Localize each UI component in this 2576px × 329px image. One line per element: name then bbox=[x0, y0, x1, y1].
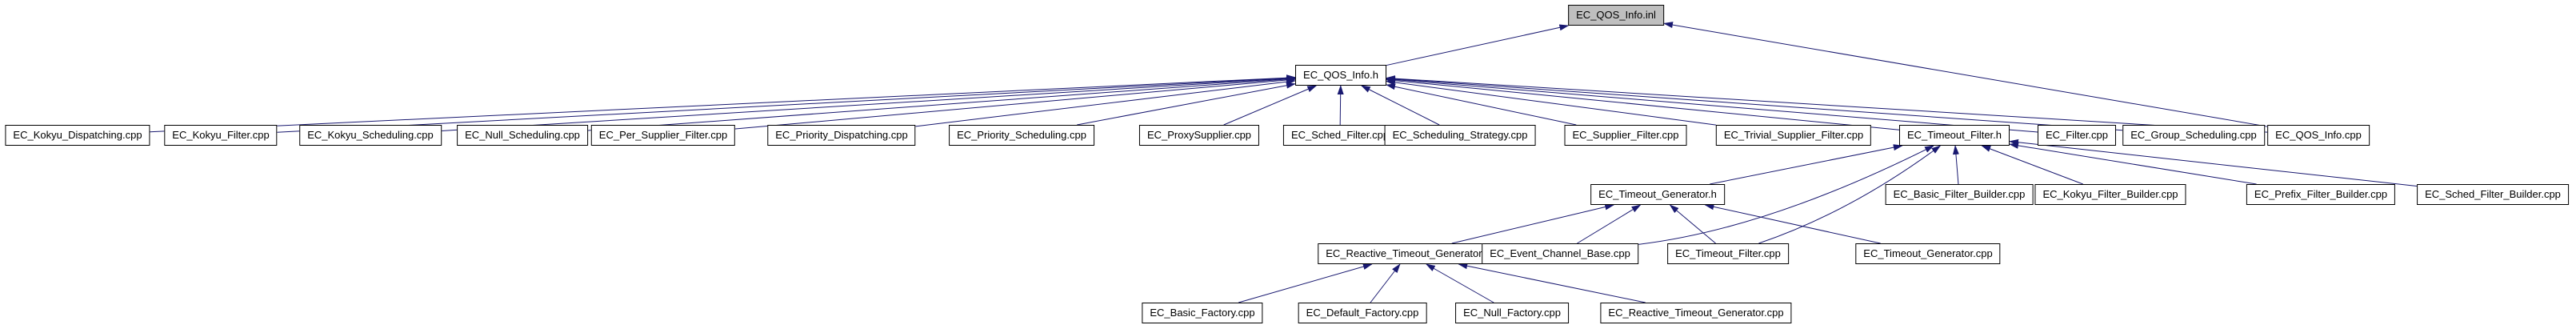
file-node[interactable]: EC_Event_Channel_Base.cpp bbox=[1482, 243, 1638, 264]
file-node[interactable]: EC_Trivial_Supplier_Filter.cpp bbox=[1715, 125, 1872, 146]
include-edge bbox=[1370, 263, 1401, 303]
file-node[interactable]: EC_Null_Scheduling.cpp bbox=[457, 125, 588, 146]
file-node[interactable]: EC_QOS_Info.cpp bbox=[2267, 125, 2370, 146]
file-node[interactable]: EC_Prefix_Filter_Builder.cpp bbox=[2246, 184, 2396, 205]
include-edge bbox=[1360, 85, 1440, 126]
include-edge bbox=[1386, 79, 1717, 126]
edge-group bbox=[150, 22, 2418, 303]
include-edge bbox=[1386, 77, 1900, 130]
file-node[interactable]: EC_Reactive_Timeout_Generator.h bbox=[1318, 243, 1498, 264]
include-edge bbox=[2009, 142, 2257, 185]
include-edge bbox=[1337, 85, 1344, 126]
include-edge bbox=[1710, 144, 1903, 185]
include-edge bbox=[1952, 145, 1959, 185]
file-node[interactable]: EC_QOS_Info.h bbox=[1295, 65, 1386, 86]
include-edge bbox=[1577, 204, 1642, 244]
include-edge bbox=[1704, 203, 1881, 244]
file-node[interactable]: EC_Basic_Filter_Builder.cpp bbox=[1885, 184, 2034, 205]
file-node[interactable]: EC_Timeout_Generator.cpp bbox=[1855, 243, 2001, 264]
file-node[interactable]: EC_Filter.cpp bbox=[2037, 125, 2117, 146]
file-node[interactable]: EC_Kokyu_Scheduling.cpp bbox=[299, 125, 442, 146]
include-edge bbox=[277, 74, 1296, 133]
file-node[interactable]: EC_Kokyu_Filter.cpp bbox=[164, 125, 278, 146]
file-node[interactable]: EC_Kokyu_Filter_Builder.cpp bbox=[2034, 184, 2186, 205]
file-node[interactable]: EC_Per_Supplier_Filter.cpp bbox=[590, 125, 736, 146]
include-edge bbox=[587, 75, 1296, 131]
include-edge bbox=[1223, 85, 1318, 126]
file-node[interactable]: EC_Group_Scheduling.cpp bbox=[2122, 125, 2265, 146]
include-edge bbox=[1669, 204, 1716, 244]
file-node[interactable]: EC_Timeout_Generator.h bbox=[1590, 184, 1725, 205]
file-node[interactable]: EC_Timeout_Filter.h bbox=[1898, 125, 2010, 146]
include-edge bbox=[734, 77, 1296, 130]
file-node[interactable]: EC_Sched_Filter.cpp bbox=[1282, 125, 1398, 146]
file-node[interactable]: EC_Default_Factory.cpp bbox=[1298, 303, 1427, 323]
file-node[interactable]: EC_Basic_Factory.cpp bbox=[1142, 303, 1263, 323]
file-node[interactable]: EC_Scheduling_Strategy.cpp bbox=[1384, 125, 1536, 146]
include-edge bbox=[1451, 203, 1615, 244]
root-file-node: EC_QOS_Info.inl bbox=[1568, 5, 1664, 26]
include-edge bbox=[1077, 82, 1296, 126]
include-edge bbox=[1386, 75, 2268, 133]
include-edge bbox=[150, 74, 1296, 133]
include-edge bbox=[1425, 263, 1494, 303]
file-node[interactable]: EC_Null_Factory.cpp bbox=[1455, 303, 1569, 323]
include-edge bbox=[1386, 24, 1570, 66]
include-edge bbox=[441, 75, 1296, 131]
file-node[interactable]: EC_Priority_Dispatching.cpp bbox=[767, 125, 916, 146]
file-node[interactable]: EC_Supplier_Filter.cpp bbox=[1564, 125, 1687, 146]
include-edge bbox=[2009, 138, 2418, 187]
file-node[interactable]: EC_Kokyu_Dispatching.cpp bbox=[5, 125, 150, 146]
file-node[interactable]: EC_Priority_Scheduling.cpp bbox=[949, 125, 1094, 146]
file-node[interactable]: EC_Reactive_Timeout_Generator.cpp bbox=[1600, 303, 1792, 323]
include-edge bbox=[1663, 22, 2268, 127]
include-edge bbox=[1981, 145, 2083, 185]
include-edge bbox=[1386, 75, 2123, 131]
file-node[interactable]: EC_Timeout_Filter.cpp bbox=[1667, 243, 1789, 264]
include-edge bbox=[1458, 263, 1646, 303]
include-edge bbox=[1386, 83, 1577, 126]
file-node[interactable]: EC_ProxySupplier.cpp bbox=[1138, 125, 1260, 146]
include-edge bbox=[1238, 263, 1373, 303]
file-node[interactable]: EC_Sched_Filter_Builder.cpp bbox=[2417, 184, 2569, 205]
include-edge bbox=[915, 78, 1296, 127]
